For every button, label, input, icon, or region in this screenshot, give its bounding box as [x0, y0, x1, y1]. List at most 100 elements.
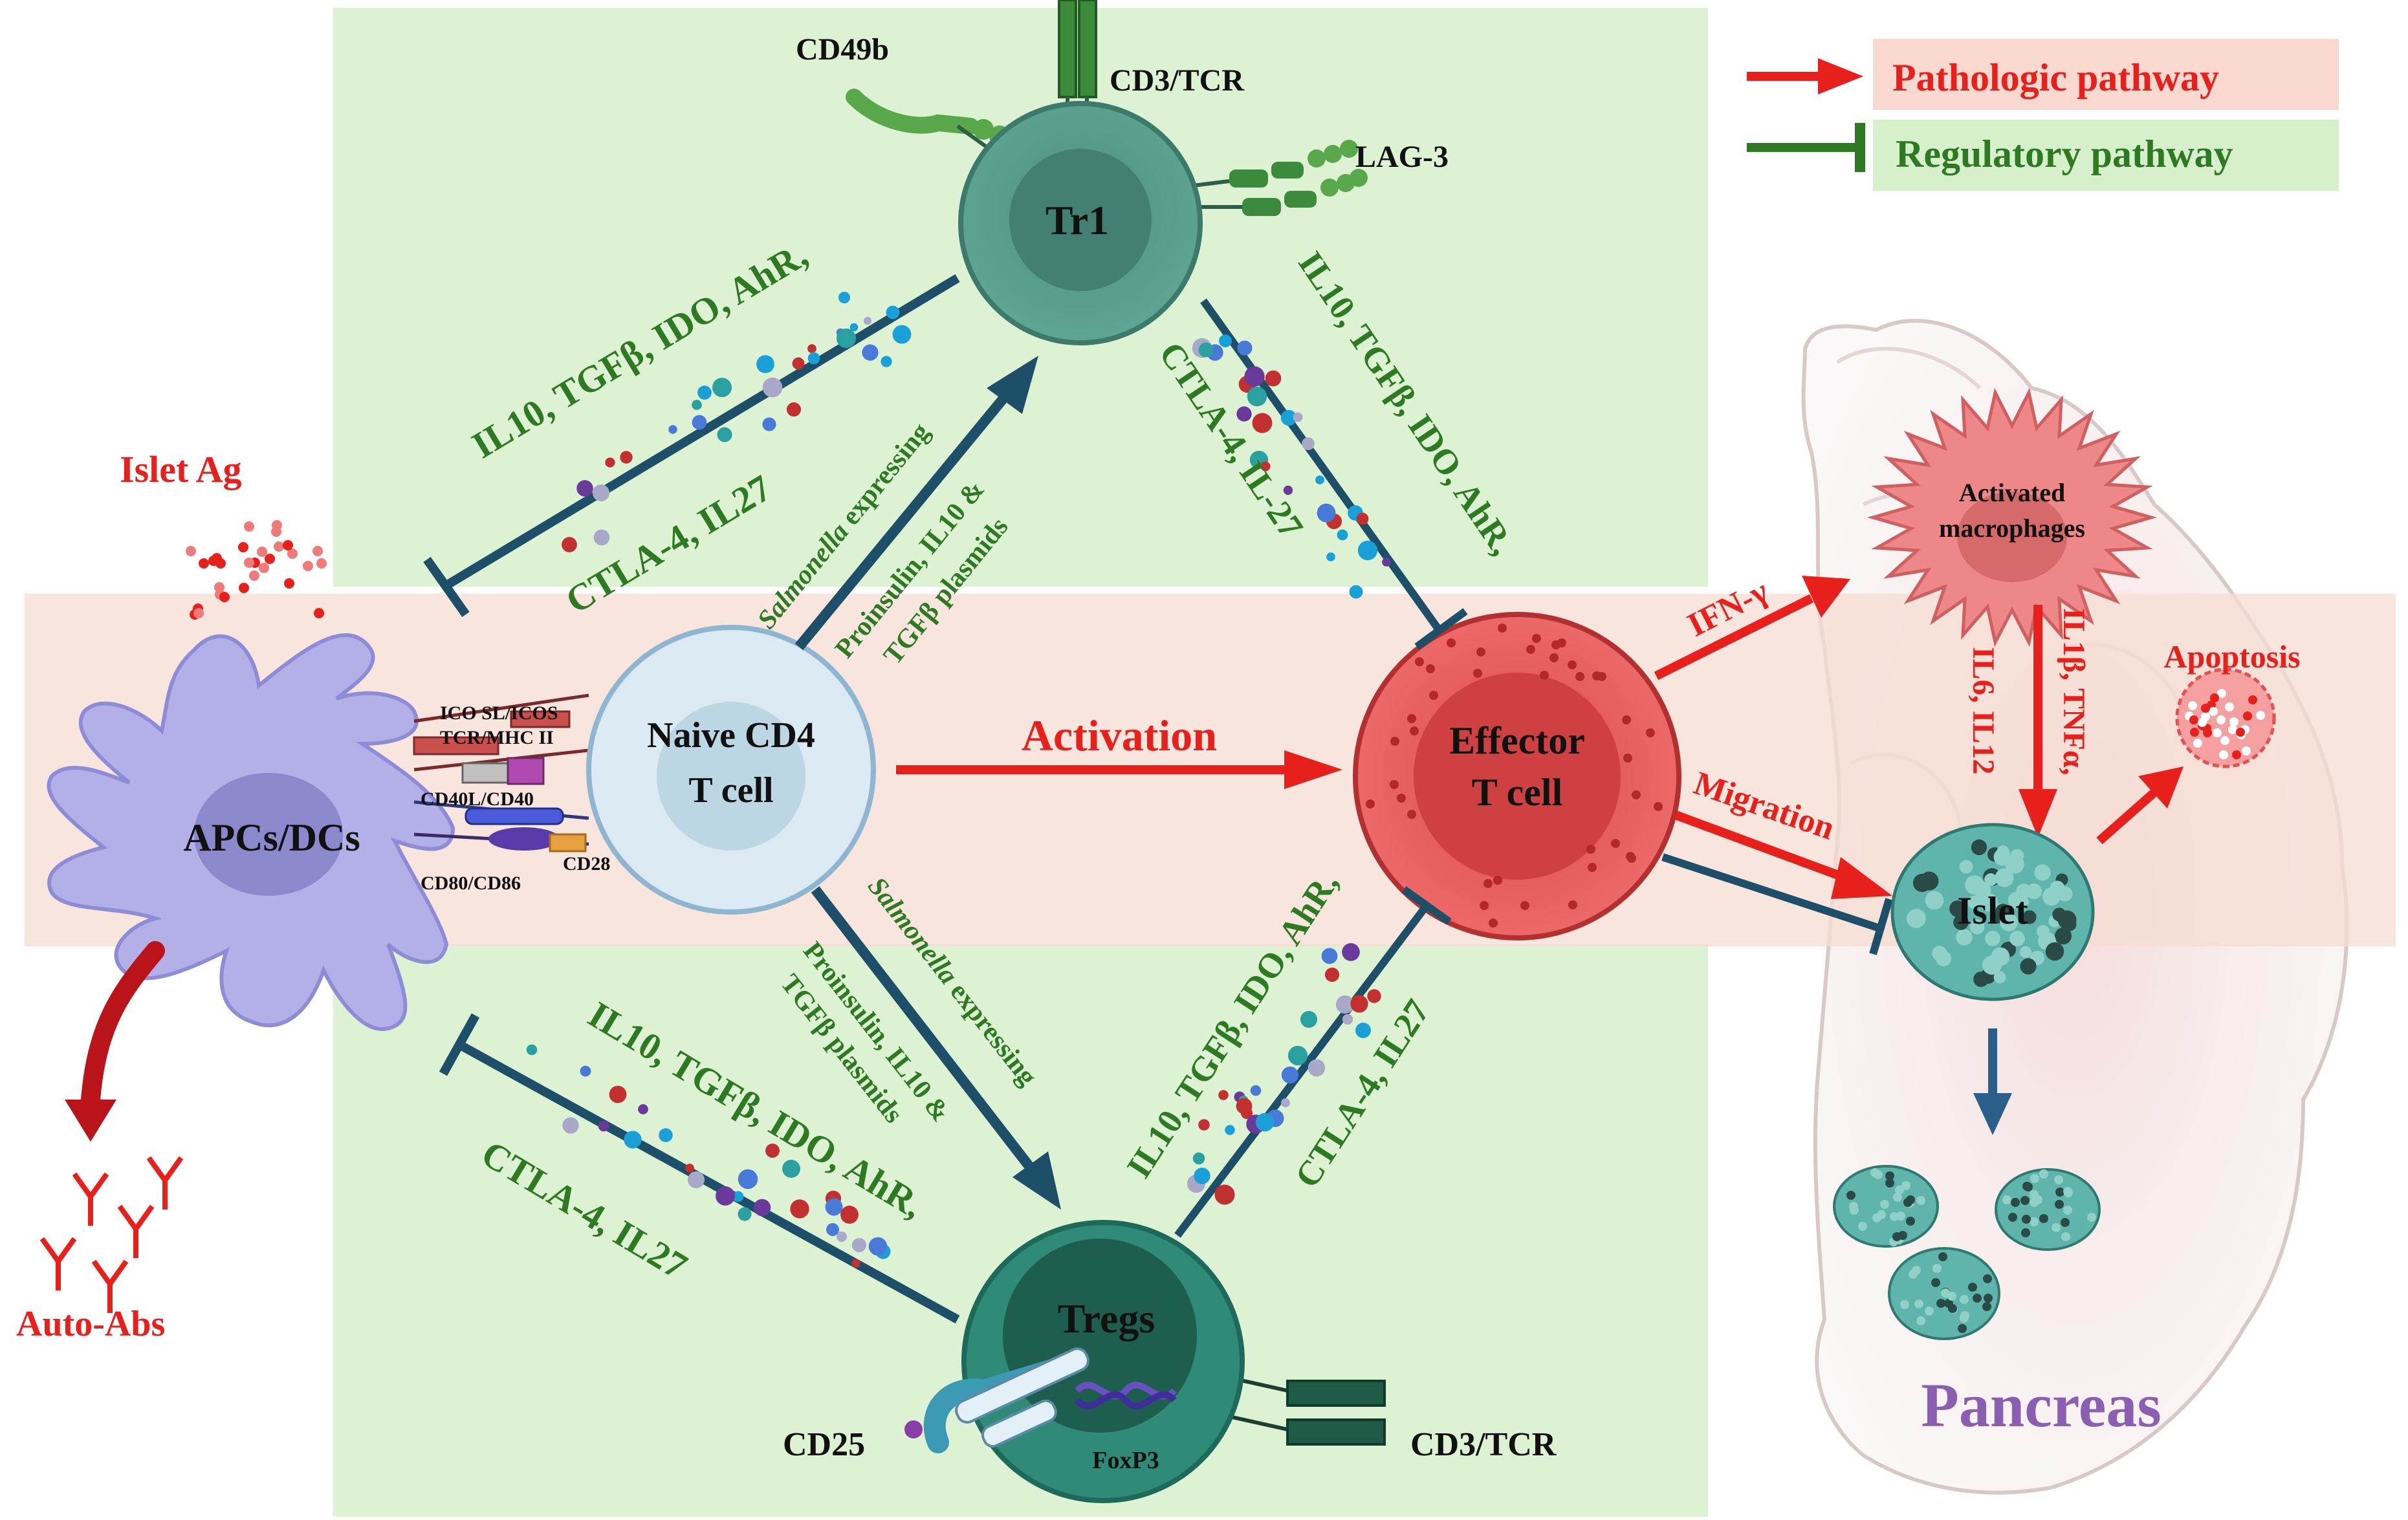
cytokine-dot: [782, 1160, 800, 1178]
cd3tcr-bottom-label: CD3/TCR: [1410, 1426, 1557, 1463]
cytokine-dot: [1357, 540, 1378, 561]
cytokine-dot: [862, 344, 879, 361]
foxp3-label: FoxP3: [1092, 1447, 1159, 1474]
islet-cell: [1969, 919, 1985, 935]
macrophage-label-1: Activated: [1959, 478, 2065, 507]
cytokine-dot: [1281, 1098, 1290, 1107]
effector-granules: [1366, 624, 1663, 928]
islet-cell: [2063, 1206, 2072, 1215]
legend-regulatory-symbol: [1747, 123, 1865, 172]
cytokine-dot: [685, 1164, 694, 1173]
islet-cell: [1895, 1186, 1904, 1195]
cytokine-dot: [1356, 512, 1369, 525]
cytokine-dot: [1218, 1090, 1229, 1100]
cytokine-dot: [807, 344, 816, 353]
cytokine-dot: [1281, 1066, 1299, 1084]
cytokine-dot: [1317, 503, 1336, 523]
islet-cell: [1880, 1200, 1889, 1209]
macrophage-to-islet-arrowhead: [2019, 789, 2057, 838]
naive-to-tr1-arrow: [794, 387, 1014, 651]
cytokine-dot: [1252, 413, 1273, 433]
islet-cell: [2016, 884, 2031, 899]
islet-cell: [1949, 900, 1966, 917]
islet-cell: [1984, 873, 1997, 886]
antibody-icon: [146, 1156, 184, 1210]
tregs-label: Tregs: [1058, 1296, 1155, 1341]
auto-abs-label: Auto-Abs: [16, 1304, 165, 1344]
cytokine-dot: [1350, 995, 1368, 1013]
islet-cell: [2022, 910, 2037, 924]
fragment: [2201, 704, 2210, 713]
fragment: [2256, 711, 2265, 720]
pancreas-label: Pancreas: [1921, 1371, 2161, 1440]
cytokine-dot: [1326, 552, 1335, 561]
cd49b-label: CD49b: [796, 32, 889, 67]
cytokine-dot: [851, 1237, 867, 1253]
islet-cell: [1914, 1299, 1923, 1308]
antigen-dot: [212, 553, 222, 563]
islet-cell: [1900, 1300, 1909, 1309]
cytokine-dot: [792, 357, 805, 370]
cytokine-dot: [1244, 366, 1265, 387]
auto-abs-arrow: [81, 941, 165, 1109]
islet-cell: [1985, 931, 2000, 946]
fragment: [2213, 728, 2222, 737]
cytokine-dot: [1198, 1119, 1210, 1131]
granule: [1429, 691, 1438, 700]
granule: [1568, 660, 1577, 669]
inhibits-islet-line: [1661, 853, 1893, 955]
legend-pathologic-box: [1873, 39, 2339, 110]
cd40-pair: [413, 800, 589, 825]
antibody-icon: [39, 1237, 77, 1290]
islet-cell: [1893, 1193, 1902, 1202]
activation-label: Activation: [1022, 711, 1217, 760]
islet-cell: [1956, 929, 1973, 946]
islet-antigen-dots: [186, 520, 327, 620]
islet-cell: [2039, 1214, 2048, 1223]
granule: [1568, 900, 1577, 909]
granule: [1407, 810, 1416, 819]
autoantibody-icons: [39, 1156, 184, 1313]
cytokine-particles: [526, 291, 1391, 1268]
antigen-dot: [239, 583, 249, 593]
islet-cell: [1993, 971, 2006, 984]
granule: [1549, 653, 1559, 662]
tregs-inhibits-apc: [439, 1013, 960, 1324]
cytokine-dot: [1283, 485, 1293, 495]
fragment: [2225, 702, 2234, 711]
islet-cell: [1941, 1288, 1950, 1297]
islet-cell: [2034, 864, 2051, 881]
fragment: [2219, 750, 2228, 759]
apoptosis-arrowhead: [2138, 766, 2184, 809]
islet-cell: [1906, 1195, 1915, 1204]
cytokine-dot: [738, 1169, 758, 1189]
islet-cell: [1885, 1178, 1894, 1188]
cytokine-dot: [762, 417, 776, 431]
islet-cell: [1898, 1231, 1907, 1240]
islet-cell: [1846, 1191, 1855, 1200]
islet-cell: [1982, 1302, 1991, 1311]
cytokine-dot: [1219, 334, 1232, 347]
lag3-label: LAG-3: [1355, 140, 1449, 174]
islet-cell: [2061, 1218, 2070, 1227]
cd80-label: CD80/CD86: [421, 873, 521, 894]
antigen-dot: [238, 542, 248, 552]
fragment: [2232, 750, 2241, 759]
apoptosis-arrow: [2096, 788, 2158, 845]
granule: [1473, 669, 1482, 678]
islet-cell: [1953, 915, 1969, 930]
islet-cell: [2039, 1169, 2048, 1178]
islet-cell: [1920, 871, 1939, 891]
il6-label: IL6, IL12: [1966, 647, 2000, 774]
auto-abs-arrowhead: [65, 1100, 116, 1142]
granule: [1632, 790, 1641, 799]
islet-cell: [1935, 950, 1952, 967]
fragment: [2236, 728, 2245, 737]
islet-cell: [1948, 1304, 1957, 1313]
islet-cell: [1874, 1170, 1883, 1179]
islet-cell: [1931, 1278, 1940, 1287]
antibody-icon: [117, 1204, 155, 1258]
tr1-nucleus: [1009, 149, 1152, 291]
cytokine-dot: [1287, 1045, 1308, 1066]
